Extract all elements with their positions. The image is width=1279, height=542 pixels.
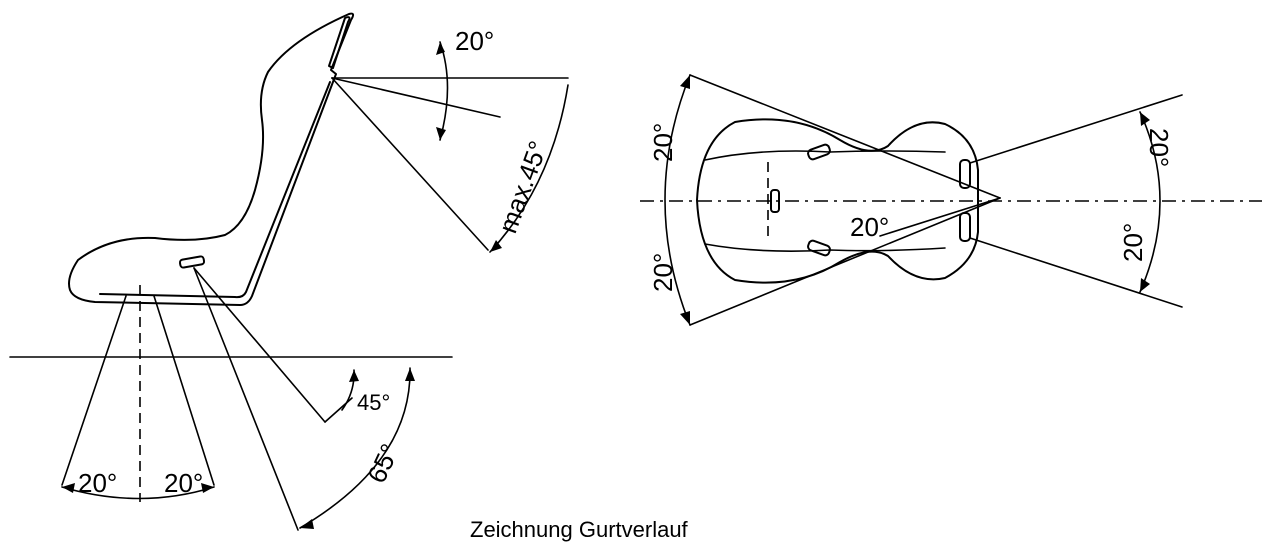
lap-45-line: [193, 267, 326, 423]
shoulder-20-line: [331, 77, 501, 118]
arc-lap-65: [299, 367, 411, 529]
arc-crotch: [61, 486, 215, 500]
label-top-left-lower: 20°: [648, 253, 678, 292]
arrow-6: [349, 370, 359, 382]
seat-back-inner: [99, 81, 331, 299]
top-view: 20° 20° 20° 20° 20°: [640, 74, 1262, 326]
label-crotch-right: 20°: [164, 468, 203, 498]
crotch-right-line: [153, 295, 215, 486]
top-belt-right-lower: [969, 237, 1183, 308]
top-belt-right-upper: [969, 94, 1183, 164]
arrow-2: [436, 127, 446, 140]
label-lap-45: 45°: [357, 390, 390, 415]
seat-outline: [68, 12, 355, 306]
label-top-left-upper: 20°: [648, 123, 678, 162]
top-slot-lower-right: [959, 212, 971, 242]
shoulder-max45-line: [331, 77, 489, 251]
label-top-center: 20°: [850, 212, 889, 242]
arc-shoulder-20: [439, 41, 449, 141]
label-shoulder-20: 20°: [455, 26, 494, 56]
label-top-right-upper: 20°: [1144, 128, 1174, 167]
arrow-12: [1140, 278, 1150, 292]
top-slot-upper-right: [959, 159, 971, 189]
arrow-11: [1140, 112, 1150, 126]
label-crotch-left: 20°: [78, 468, 117, 498]
lap-65-line: [193, 267, 299, 531]
top-belt-center: [879, 197, 1001, 237]
arrow-7: [405, 368, 415, 381]
arrow-1: [436, 42, 445, 55]
side-view: 20° max.45° 45° 65° 20° 20°: [9, 12, 569, 531]
crotch-left-line: [61, 295, 127, 486]
top-belt-left-lower: [689, 197, 1001, 326]
top-arc-right: [1139, 111, 1161, 293]
label-shoulder-max45: max.45°: [492, 137, 553, 237]
top-slot-lower-left: [807, 239, 831, 257]
top-slot-upper-left: [807, 143, 831, 161]
top-arc-left: [664, 74, 691, 326]
seat-headrest-slot: [328, 16, 351, 69]
arc-shoulder-max45: [489, 84, 569, 253]
top-belt-left-upper: [689, 74, 1001, 199]
arrow-10: [680, 311, 690, 325]
arrow-9: [680, 75, 690, 89]
lap-belt-slot: [178, 255, 206, 269]
label-top-right-lower: 20°: [1118, 223, 1148, 262]
arrow-4: [62, 483, 75, 493]
top-slot-center: [770, 189, 780, 213]
label-lap-65: 65°: [361, 439, 405, 487]
arrow-3: [490, 240, 502, 252]
arrow-5: [201, 483, 214, 493]
caption: Zeichnung Gurtverlauf: [470, 517, 689, 542]
arrow-8: [300, 519, 314, 529]
